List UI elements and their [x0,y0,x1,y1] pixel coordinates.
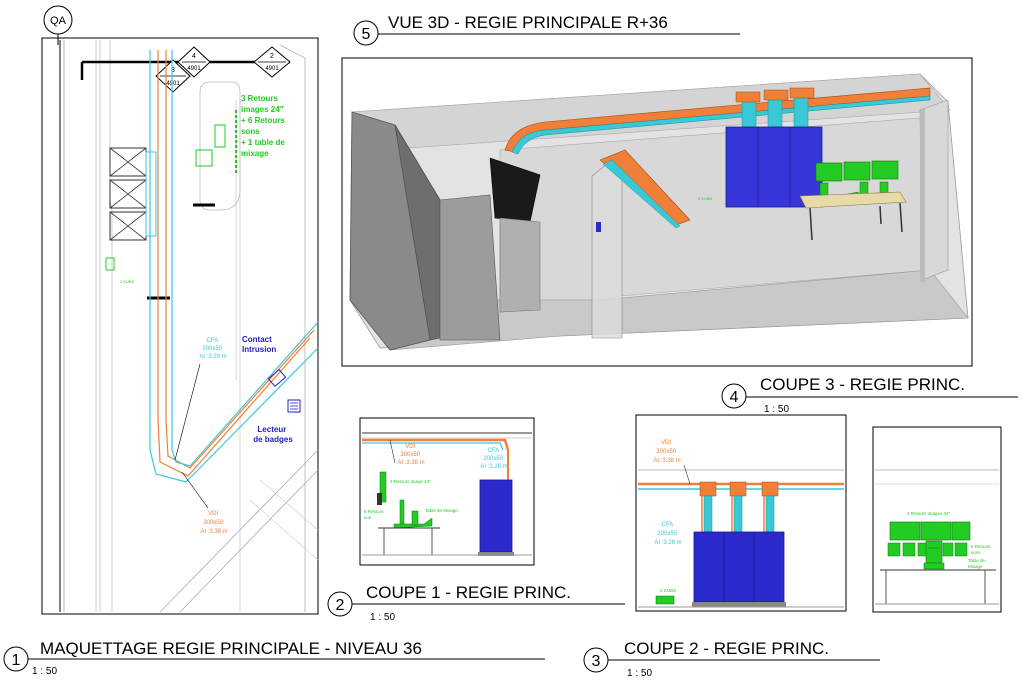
note-table-mixage-coupe1: Table de Mixage [425,508,458,513]
svg-text:3: 3 [171,67,175,74]
coupe3-title[interactable]: COUPE 3 - REGIE PRINC. [760,375,965,394]
tray-drops-coupe2 [699,481,779,533]
coupe2-scale: 1 : 50 [627,668,652,679]
plan-scale: 1 : 50 [32,666,57,677]
mixing-table-plan [214,124,226,148]
monitors-coupe3 [887,521,971,570]
badge-reader-label: Lecteur de badges [253,425,293,444]
section-marker-4[interactable]: 4 4901 [177,46,211,78]
plan-frame [41,37,319,615]
cfa-label-coupe1: CFA 200x50 AI :3.28 m [480,448,507,470]
coupe3-number-circle [721,383,747,409]
svg-text:4: 4 [192,53,196,60]
coupe1-number: 2 [336,597,345,614]
racks-3d [725,126,823,208]
view3d-number: 5 [362,26,371,43]
kubs-label-plan: 2 KUBS [120,279,135,284]
coupe2-number: 3 [592,653,601,670]
rack-group-plan [109,147,157,241]
cfa-tray-plan [149,50,319,483]
contact-intrusion-label: Contact Intrusion [242,335,276,354]
coupe2-title[interactable]: COUPE 2 - REGIE PRINC. [624,639,829,658]
svg-text:4901: 4901 [265,66,279,72]
coupe1-scale: 1 : 50 [370,612,395,623]
section-marker-2[interactable]: 2 4901 [253,46,291,78]
svg-text:4901: 4901 [187,66,201,72]
coupe3-frame [872,426,1002,613]
grid-marker-label: QA [50,15,67,27]
plan-title[interactable]: MAQUETTAGE REGIE PRINCIPALE - NIVEAU 36 [40,639,422,658]
note-retours-sons-coupe3: 6 Retours sons [971,544,992,555]
coupe3-scale: 1 : 50 [764,404,789,415]
cable-tray-3d [504,87,931,229]
vdi-label-coupe2: VDI 300x50 AI :3.38 m [653,440,680,464]
racks-coupe2 [692,531,786,607]
view3d-number-circle [353,20,379,46]
section-marker-3[interactable]: 3 4901 [155,59,191,93]
view3d-title[interactable]: VUE 3D - REGIE PRINCIPALE R+36 [388,13,668,32]
coupe-1: VDI 300x50 AI :3.38 m CFA 200x50 AI :3.2… [327,417,625,623]
rack-coupe1 [479,479,513,553]
plan-number: 1 [12,652,21,669]
vdi-label-plan: VDI 300x50 AI :3.38 m [200,511,227,535]
note-table-mixage-coupe3: Table de Mixage [968,558,986,569]
svg-text:4901: 4901 [166,81,180,87]
view-3d: 5 VUE 3D - REGIE PRINCIPALE R+36 [341,13,973,367]
coupe-2: VDI 300x50 AI :3.38 m CFA 200x50 AI :3.2… [583,414,880,679]
svg-text:2: 2 [270,53,274,60]
equipment-note-plan: 3 Retours images 24" + 6 Retours sons + … [241,94,287,158]
plan-view: QA 4 4901 3 4901 [3,5,545,677]
note-retours-son-coupe1: 6 Retours son [364,509,385,520]
vdi-tray-plan [157,50,315,477]
cfa-label-coupe2: CFA 200x50 AI :3.28 m [654,522,681,546]
coupe-3: 3 Retours images 24" 6 Retours sons Tabl… [721,375,1018,613]
mixing-desk-3d [799,160,907,241]
kubs-label-coupe2: 2 KUBS [660,588,676,593]
cfa-label-plan: CFA 200x50 AI :3.28 m [199,338,226,360]
coupe3-number: 4 [730,389,739,406]
coupe1-title[interactable]: COUPE 1 - REGIE PRINC. [366,583,571,602]
contact-device [267,368,287,388]
svg-text:2 KUBS: 2 KUBS [698,196,713,201]
note-retours-image-coupe1: 3 Retours image 24" [390,479,431,484]
vdi-label-coupe1: VDI 300x50 AI :3.38 m [397,444,424,466]
note-retours-images-coupe3: 3 Retours images 24" [907,511,951,516]
badge-reader-device [287,399,301,413]
